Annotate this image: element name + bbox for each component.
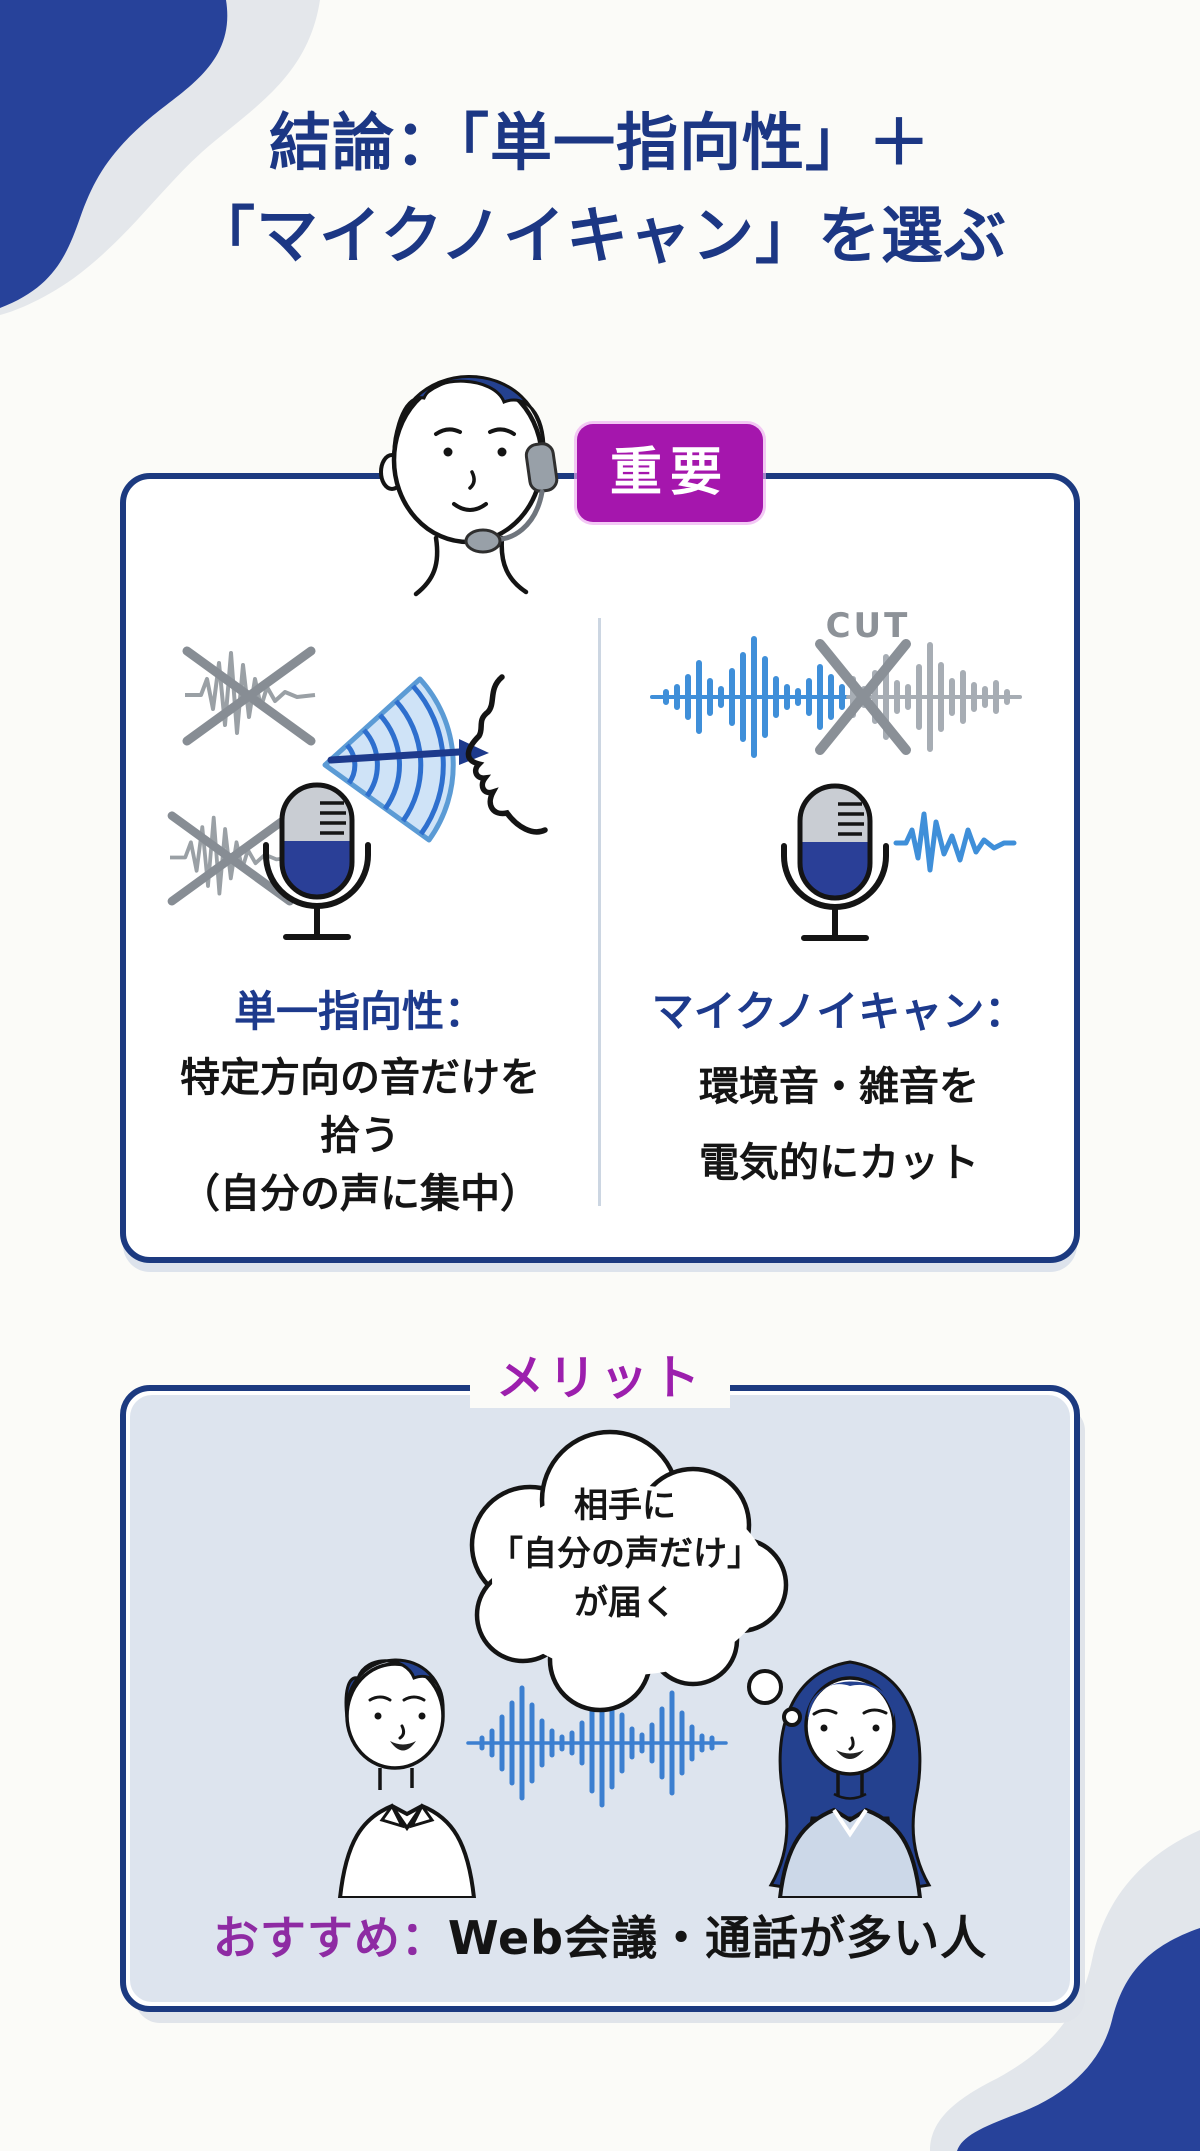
- important-badge: 重要: [577, 424, 763, 522]
- microphone-icon: [781, 783, 889, 941]
- bubble-line1: 相手に: [574, 1486, 676, 1526]
- page-title-line2: 「マイクノイキャン」を選ぶ: [192, 199, 1008, 272]
- corner-blob-top-left: [0, 0, 320, 315]
- crossed-noise-wave-icon: [182, 646, 316, 746]
- left-column-label: 単一指向性： 特定方向の音だけを 拾う （自分の声に集中）: [140, 978, 580, 1223]
- conversation-illustration: [337, 1658, 932, 1898]
- face-profile-icon: [465, 674, 548, 835]
- microphone-icon: [263, 782, 371, 940]
- page-title-line1: 結論：「単一指向性」＋: [268, 106, 931, 179]
- headset-icon: [464, 442, 559, 554]
- left-column-heading: 単一指向性：: [233, 987, 486, 1036]
- clean-voice-wave-icon: [893, 811, 1017, 873]
- cut-label: CUT: [825, 606, 911, 646]
- recommend-line: おすすめ：Web会議・通話が多い人: [120, 1902, 1080, 1968]
- pickup-cone-icon: [322, 676, 489, 843]
- voice-waveform-icon: [466, 1678, 728, 1808]
- cut-x-icon: [815, 639, 911, 755]
- crossed-noise-wave-icon: [167, 811, 294, 906]
- bubble-text: 相手に 「自分の声だけ」 が届く: [450, 1482, 800, 1627]
- right-column-label: マイクノイキャン： 環境音・雑音を 電気的にカット: [618, 978, 1060, 1201]
- bubble-line3: が届く: [574, 1582, 676, 1623]
- recommend-text: Web会議・通話が多い人: [447, 1911, 988, 1965]
- unidirectional-mic-illustration: [167, 646, 548, 940]
- right-column-line2: 電気的にカット: [699, 1140, 979, 1186]
- bubble-line2: 「自分の声だけ」: [489, 1534, 761, 1575]
- page-title: 結論：「単一指向性」＋ 「マイクノイキャン」を選ぶ: [0, 96, 1200, 282]
- right-column-heading: マイクノイキャン：: [651, 987, 1027, 1036]
- corner-blob-bottom-right: [930, 1830, 1200, 2151]
- woman-illustration: [768, 1660, 932, 1898]
- left-column-line1: 特定方向の音だけを: [180, 1055, 540, 1101]
- thought-bubble: [469, 1429, 802, 1727]
- recommend-label: おすすめ：: [212, 1911, 448, 1965]
- merit-heading: メリット: [469, 1338, 730, 1408]
- noise-cancel-illustration: [650, 636, 1022, 941]
- merit-heading-row: メリット: [0, 1338, 1200, 1408]
- left-column-line3: （自分の声に集中）: [180, 1171, 540, 1217]
- left-column-line2: 拾う: [320, 1113, 400, 1159]
- right-column-line1: 環境音・雑音を: [699, 1064, 979, 1110]
- headset-person-illustration: [379, 375, 559, 597]
- card-column-divider: [598, 618, 601, 1206]
- man-illustration: [337, 1658, 477, 1898]
